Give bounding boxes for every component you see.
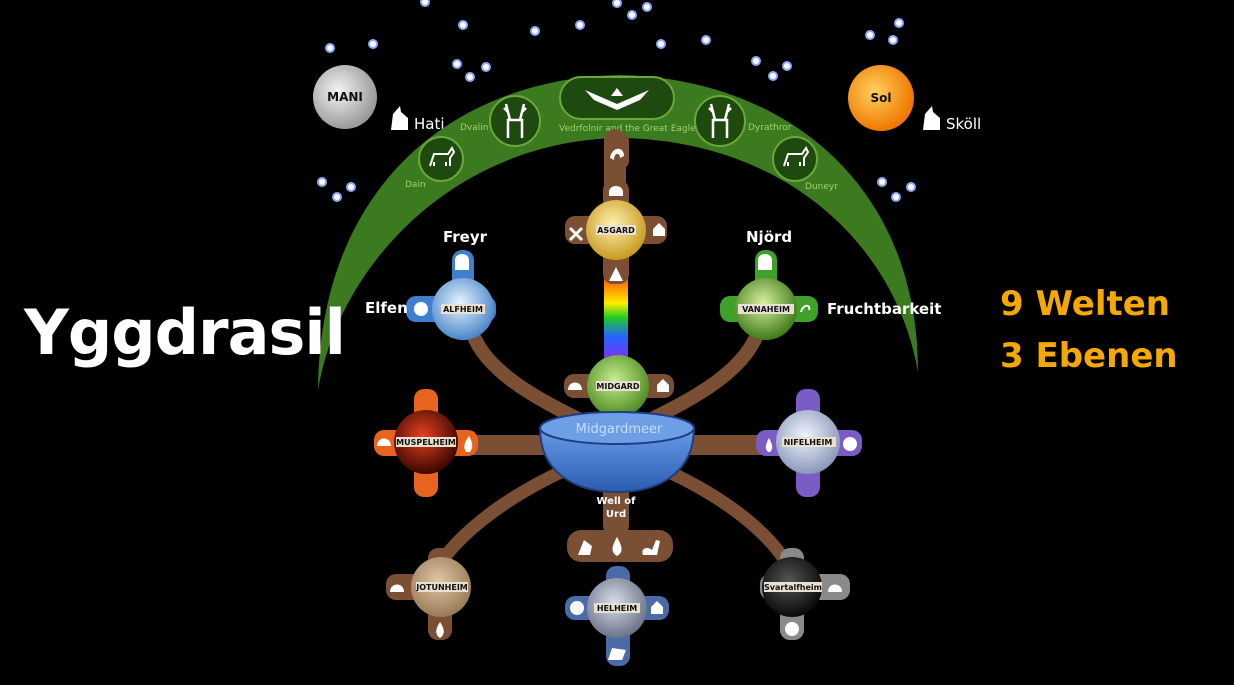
helmet-icon <box>390 584 404 592</box>
helheim-node: HELHEIM <box>565 566 669 666</box>
world-label-helheim: HELHEIM <box>597 604 637 613</box>
stars <box>317 0 916 202</box>
stag-duneyr <box>772 136 818 182</box>
dog-icon <box>608 648 626 660</box>
world-label-midgard: MIDGARD <box>596 382 639 391</box>
hammer-icon <box>568 226 584 242</box>
eagle-medallion <box>559 76 675 120</box>
stag-dyrathror <box>694 95 746 147</box>
midgardmeer-label: Midgardmeer <box>576 422 663 437</box>
horn-icon <box>610 148 624 160</box>
well-of-urd-node: Well of Urd <box>567 496 673 562</box>
world-label-jotunheim: JOTUNHEIM <box>415 583 468 592</box>
norn-icon <box>578 540 592 555</box>
muspelheim-node: MUSPELHEIM <box>374 389 478 497</box>
home-icon <box>653 223 665 236</box>
stag-dain <box>418 136 464 182</box>
svg-text:Sol: Sol <box>871 91 892 105</box>
helmet-icon <box>568 382 582 390</box>
skull-icon <box>414 302 428 316</box>
skull-icon <box>570 601 584 615</box>
jotunheim-node: JOTUNHEIM <box>386 548 471 640</box>
flame-icon <box>464 436 473 452</box>
bifrost-rainbow <box>604 270 628 365</box>
page-title: Yggdrasil <box>24 296 346 369</box>
well-label-line1: Well of <box>596 496 636 507</box>
face-icon <box>455 254 469 270</box>
world-label-alfheim: ALFHEIM <box>443 305 483 314</box>
alfheim-node: ALFHEIM <box>406 250 496 340</box>
eagle-label: Vedrfolnir and the Great Eagle <box>559 124 696 134</box>
well-label-line2: Urd <box>606 509 626 520</box>
fruchtbarkeit-label: Fruchtbarkeit <box>827 300 941 318</box>
swan-icon <box>642 540 660 555</box>
drop-icon <box>765 438 773 452</box>
stag-label-dvalin: Dvalin <box>460 123 488 133</box>
subtitle-levels: 3 Ebenen <box>1000 336 1178 376</box>
helmet-icon <box>609 186 623 196</box>
water-drop-icon <box>612 537 622 556</box>
canopy-arc <box>318 75 918 390</box>
dwarf-icon <box>785 622 799 636</box>
drop-icon <box>436 622 444 638</box>
wolf-icon <box>391 106 408 130</box>
world-label-vanaheim: VANAHEIM <box>742 305 790 314</box>
world-label-nifelheim: NIFELHEIM <box>784 438 833 447</box>
nifelheim-node: NIFELHEIM <box>756 389 862 497</box>
moon: MANI <box>313 65 377 129</box>
svartalfheim-node: Svartalfheim <box>760 548 850 640</box>
mountain-icon <box>609 267 623 281</box>
svg-text:MANI: MANI <box>327 90 363 104</box>
stag-label-duneyr: Duneyr <box>805 182 838 192</box>
njord-label: Njörd <box>746 228 792 246</box>
home-icon <box>651 601 663 614</box>
skoll-label: Sköll <box>946 115 981 133</box>
ghost-icon <box>843 437 857 451</box>
subtitle-worlds: 9 Welten <box>1000 284 1171 324</box>
asgard-node: ASGARD <box>565 133 667 284</box>
helmet-icon <box>377 438 391 446</box>
head-icon <box>758 254 772 270</box>
hati-label: Hati <box>414 115 445 133</box>
stag-label-dyrathror: Dyrathror <box>748 123 792 133</box>
midgard-node: MIDGARD <box>564 355 674 417</box>
wolf-icon <box>923 106 940 130</box>
midgardmeer-sea: Midgardmeer <box>538 411 696 494</box>
world-label-asgard: ASGARD <box>597 226 635 235</box>
vanaheim-node: VANAHEIM <box>720 250 818 340</box>
stag-dvalin <box>489 95 541 147</box>
world-label-svartalfheim: Svartalfheim <box>764 583 822 592</box>
fertility-icon <box>800 304 811 313</box>
freyr-label: Freyr <box>443 228 488 246</box>
stag-label-dain: Dain <box>405 180 426 190</box>
world-label-muspelheim: MUSPELHEIM <box>396 438 456 447</box>
elfen-label: Elfen <box>365 299 408 317</box>
helmet-icon <box>828 584 842 592</box>
home-icon <box>657 379 669 392</box>
sun: Sol <box>848 65 914 131</box>
